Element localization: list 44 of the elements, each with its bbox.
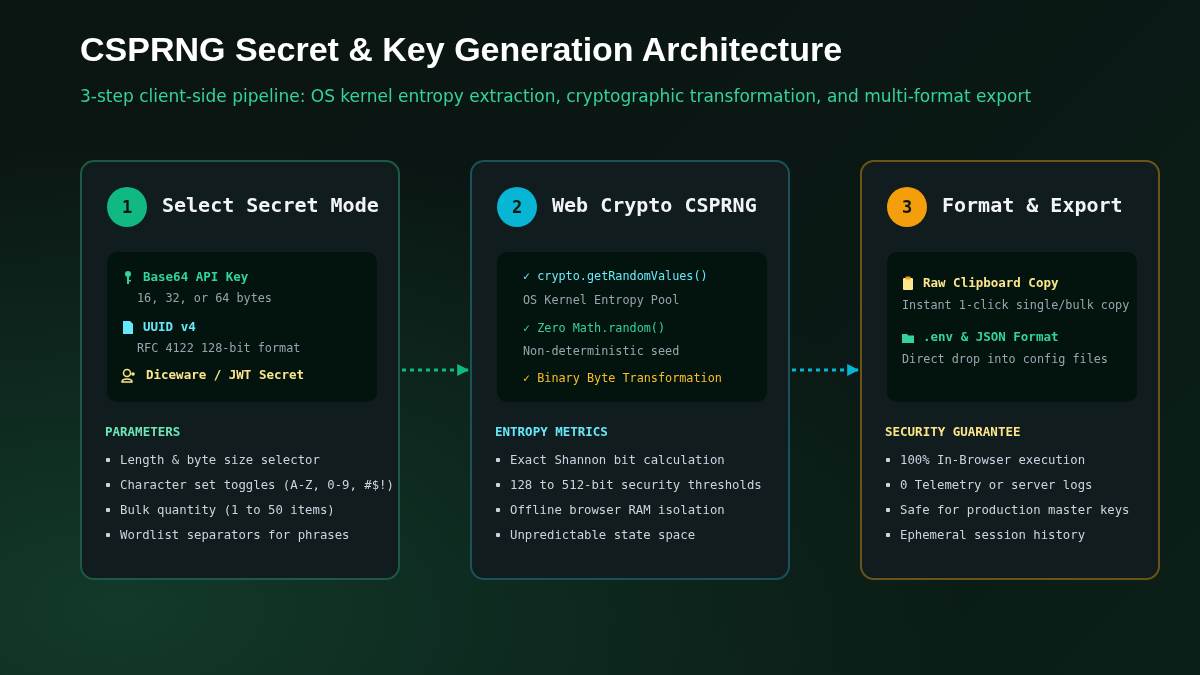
arrow: [402, 364, 470, 376]
bullet-item: 0 Telemetry or server logs: [885, 478, 1093, 492]
step-heading: Select Secret Mode: [162, 193, 379, 217]
step-card: [470, 160, 790, 580]
item-text: Direct drop into config files: [902, 352, 1108, 366]
item-text: Non-deterministic seed: [523, 344, 680, 358]
arrow: [792, 364, 860, 376]
bullet-item: Length & byte size selector: [105, 453, 320, 467]
section-heading: SECURITY GUARANTEE: [885, 424, 1021, 439]
step-heading: Web Crypto CSPRNG: [552, 193, 757, 217]
item-text: ✓ Binary Byte Transformation: [523, 371, 722, 385]
section-heading: PARAMETERS: [105, 424, 181, 439]
step-card: [860, 160, 1160, 580]
feature-panel: [887, 252, 1137, 402]
title: CSPRNG Secret & Key Generation Architecture: [80, 30, 843, 69]
bullet-item: Ephemeral session history: [885, 528, 1086, 542]
step-number-badge: 3: [887, 187, 927, 227]
bullet-item: 128 to 512-bit security thresholds: [495, 478, 762, 492]
bullet-item: Exact Shannon bit calculation: [495, 453, 725, 467]
item-text: Instant 1-click single/bulk copy: [902, 298, 1130, 312]
item-text: 16, 32, or 64 bytes: [137, 291, 272, 305]
bullet-item: Wordlist separators for phrases: [105, 528, 350, 542]
bullet-item: Offline browser RAM isolation: [495, 503, 725, 517]
bullet-item: 100% In-Browser execution: [885, 453, 1086, 467]
item-text: ✓ Zero Math.random(): [523, 321, 666, 335]
item-title: Diceware / JWT Secret: [146, 367, 305, 382]
item-text: OS Kernel Entropy Pool: [523, 293, 680, 307]
item-title: .env & JSON Format: [923, 329, 1059, 344]
item-title: Raw Clipboard Copy: [923, 275, 1059, 290]
step-heading: Format & Export: [942, 193, 1123, 217]
bullet-item: Safe for production master keys: [885, 503, 1130, 517]
step-card: [80, 160, 400, 580]
subtitle: 3-step client-side pipeline: OS kernel entropy extraction, cryptographic transformation, and multi-format export: [80, 86, 1032, 106]
step-number-badge: 2: [497, 187, 537, 227]
item-text: ✓ crypto.getRandomValues(): [523, 269, 708, 283]
bullet-item: Unpredictable state space: [495, 528, 696, 542]
feature-panel: [107, 252, 377, 402]
section-heading: ENTROPY METRICS: [495, 424, 608, 439]
bullet-item: Bulk quantity (1 to 50 items): [105, 503, 335, 517]
item-title: Base64 API Key: [143, 269, 249, 284]
step-number-badge: 1: [107, 187, 147, 227]
bullet-item: Character set toggles (A-Z, 0-9, #$!): [105, 478, 394, 492]
item-title: UUID v4: [143, 319, 196, 334]
item-text: RFC 4122 128-bit format: [137, 341, 301, 355]
